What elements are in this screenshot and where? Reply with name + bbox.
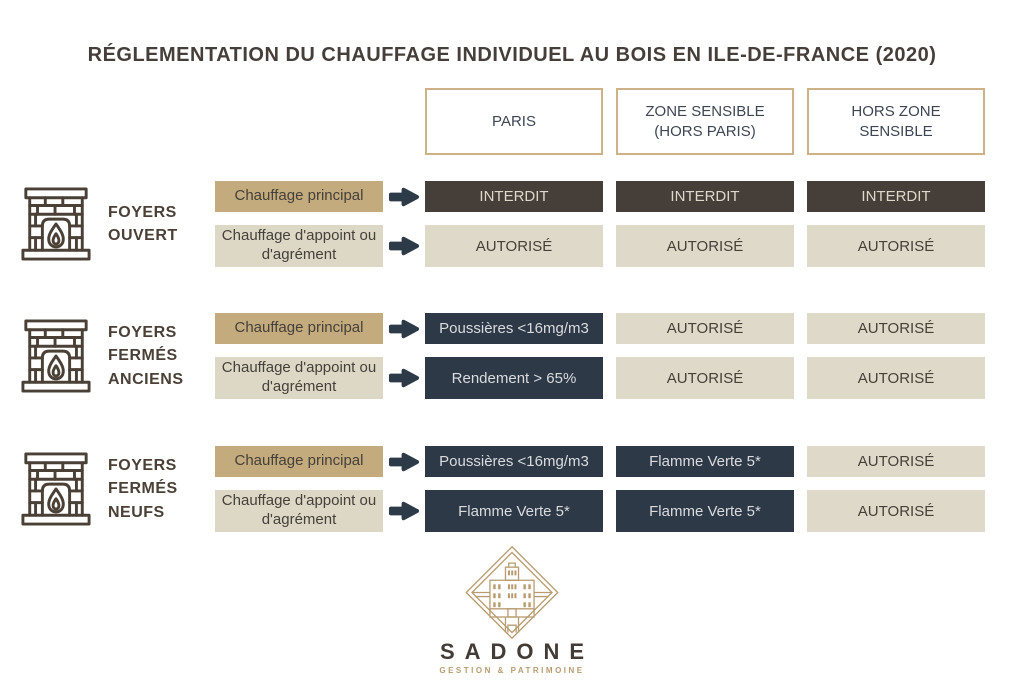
status-cell: Flamme Verte 5* (616, 490, 794, 532)
fireplace-icon (21, 187, 91, 261)
row-label-appoint: Chauffage d'appoint ou d'agrément (215, 490, 383, 532)
status-cell: INTERDIT (807, 181, 985, 212)
group-head: FOYERS FERMÉS ANCIENS (20, 317, 215, 395)
regulation-row: Chauffage principal Poussières <16mg/m3 … (215, 313, 985, 344)
row-label-principal: Chauffage principal (215, 181, 383, 212)
row-label-appoint: Chauffage d'appoint ou d'agrément (215, 225, 383, 267)
group-foyers-fermes-neufs: FOYERS FERMÉS NEUFS Chauffage principal … (20, 446, 985, 532)
arrow-icon (388, 501, 420, 521)
group-head: FOYERS FERMÉS NEUFS (20, 450, 215, 528)
fireplace-icon (21, 452, 91, 526)
arrow-icon (388, 452, 420, 471)
regulation-row: Chauffage d'appoint ou d'agrément Rendem… (215, 357, 985, 399)
status-cell: AUTORISÉ (807, 313, 985, 344)
brand-tagline: GESTION & PATRIMOINE (439, 666, 585, 675)
status-cell: Flamme Verte 5* (616, 446, 794, 477)
page-title: RÉGLEMENTATION DU CHAUFFAGE INDIVIDUEL A… (87, 44, 937, 66)
regulation-row: Chauffage principal Poussières <16mg/m3 … (215, 446, 985, 477)
status-cell: AUTORISÉ (807, 225, 985, 267)
regulation-row: Chauffage d'appoint ou d'agrément AUTORI… (215, 225, 985, 267)
status-cell: AUTORISÉ (616, 357, 794, 399)
status-cell: Flamme Verte 5* (425, 490, 603, 532)
status-cell: AUTORISÉ (425, 225, 603, 267)
arrow-icon (388, 368, 420, 388)
status-cell: Poussières <16mg/m3 (425, 313, 603, 344)
group-foyers-ouvert: FOYERS OUVERT Chauffage principal INTERD… (20, 181, 985, 267)
status-cell: INTERDIT (616, 181, 794, 212)
arrow-icon (388, 236, 420, 256)
column-header-paris: PARIS (425, 88, 603, 155)
column-header-row: PARIS ZONE SENSIBLE (HORS PARIS) HORS ZO… (425, 88, 985, 155)
brand-footer: SADONE GESTION & PATRIMOINE (0, 545, 1024, 675)
sadone-building-logo-icon (465, 545, 559, 640)
group-name: FOYERS FERMÉS ANCIENS (108, 324, 184, 388)
row-label-appoint: Chauffage d'appoint ou d'agrément (215, 357, 383, 399)
regulation-row: Chauffage principal INTERDIT INTERDIT IN… (215, 181, 985, 212)
status-cell: INTERDIT (425, 181, 603, 212)
status-cell: AUTORISÉ (616, 225, 794, 267)
arrow-icon (388, 319, 420, 338)
status-cell: Poussières <16mg/m3 (425, 446, 603, 477)
status-cell: AUTORISÉ (807, 357, 985, 399)
status-cell: AUTORISÉ (807, 446, 985, 477)
fireplace-icon (21, 319, 91, 393)
group-foyers-fermes-anciens: FOYERS FERMÉS ANCIENS Chauffage principa… (20, 313, 985, 399)
brand-name: SADONE (439, 639, 595, 664)
row-label-principal: Chauffage principal (215, 313, 383, 344)
status-cell: AUTORISÉ (807, 490, 985, 532)
status-cell: AUTORISÉ (616, 313, 794, 344)
group-head: FOYERS OUVERT (20, 185, 215, 263)
row-label-principal: Chauffage principal (215, 446, 383, 477)
column-header-hors-zone: HORS ZONE SENSIBLE (807, 88, 985, 155)
group-name: FOYERS OUVERT (108, 203, 178, 244)
arrow-icon (388, 187, 420, 206)
regulation-row: Chauffage d'appoint ou d'agrément Flamme… (215, 490, 985, 532)
column-header-zone-sensible: ZONE SENSIBLE (HORS PARIS) (616, 88, 794, 155)
group-name: FOYERS FERMÉS NEUFS (108, 457, 178, 521)
status-cell: Rendement > 65% (425, 357, 603, 399)
